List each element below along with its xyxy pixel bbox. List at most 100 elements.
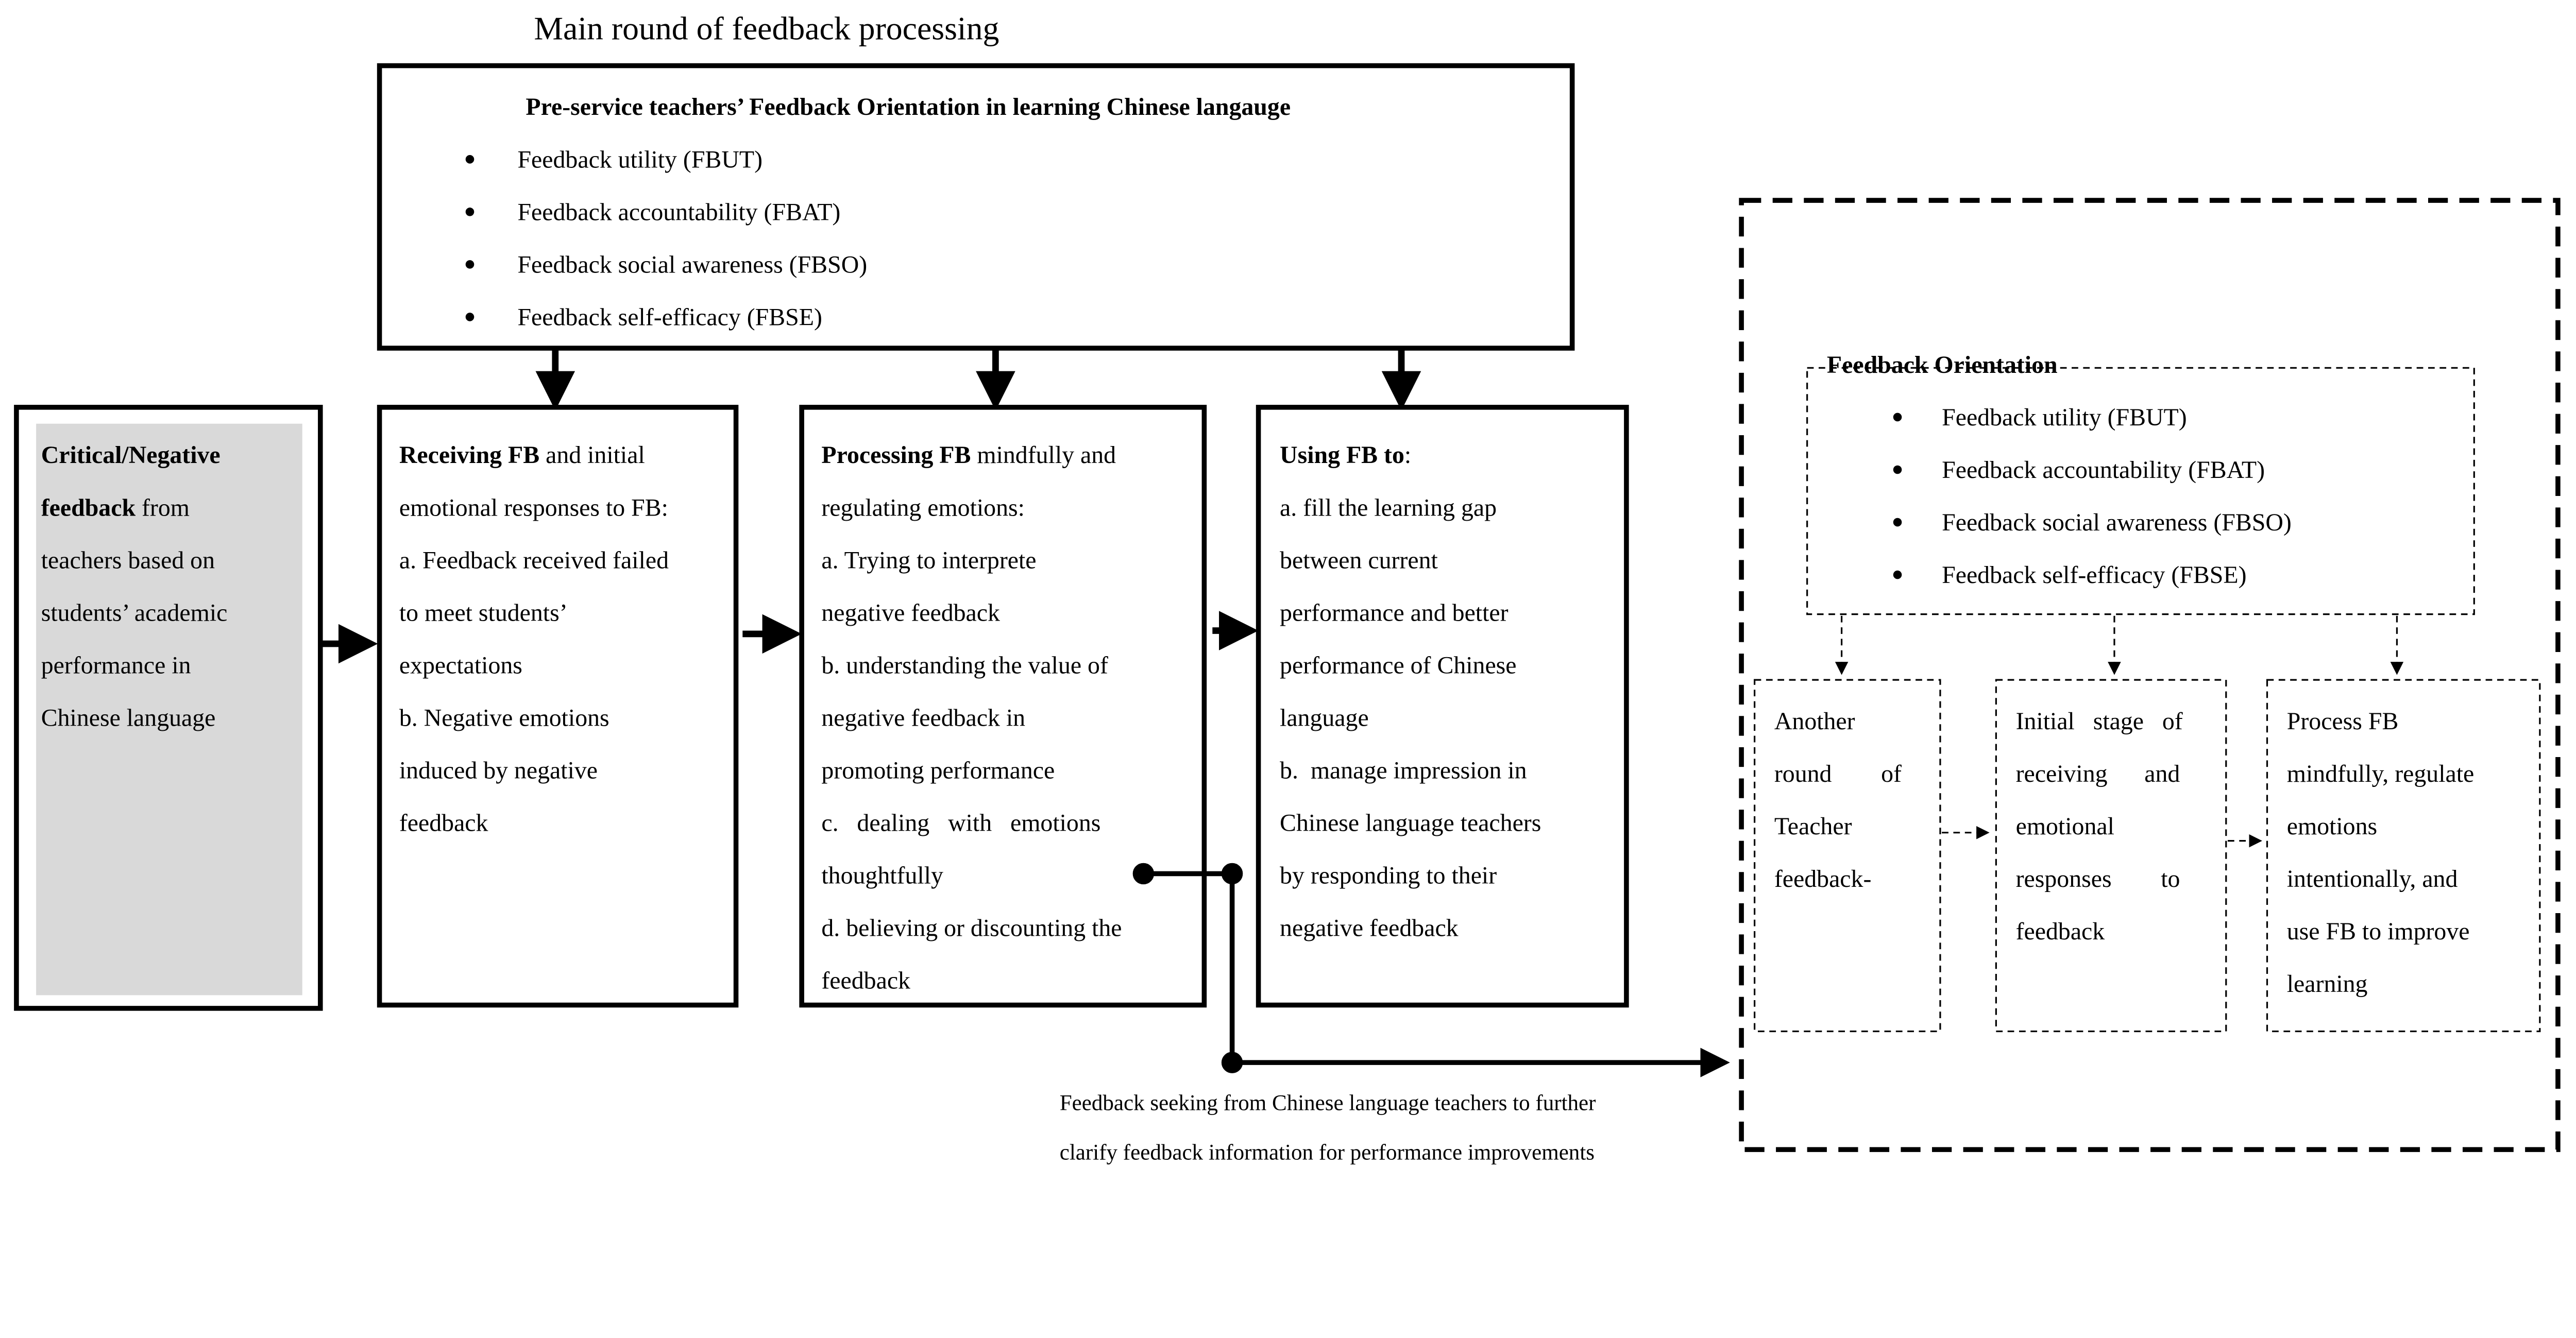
feedback-processing-diagram: Main round of feedback processing Pre-se… [14, 10, 2561, 1164]
another-round-text: Another [1774, 708, 1855, 735]
processing-fb-text: a. Trying to interprete [821, 546, 1036, 574]
process-fb-mindfully-line: learning [2287, 970, 2368, 998]
processing-fb-line: c. dealing with emotions [821, 810, 1100, 837]
process-fb-mindfully-line: use FB to improve [2287, 918, 2470, 945]
processing-fb-text: c. dealing with emotions [821, 810, 1100, 837]
process-fb-mindfully-line: emotions [2287, 813, 2377, 840]
using-fb-line: performance and better [1280, 599, 1509, 626]
receiving-fb-line: Receiving FB and initial [399, 441, 645, 469]
processing-fb-text: regulating emotions: [821, 494, 1025, 521]
processing-fb-text: negative feedback [821, 599, 1000, 626]
receiving-fb-text: and initial [539, 441, 645, 469]
receiving-fb-text: emotional responses to FB: [399, 494, 668, 521]
processing-fb-line: a. Trying to interprete [821, 546, 1036, 574]
bullet-icon [465, 155, 474, 164]
receiving-fb-text: feedback [399, 810, 488, 837]
initial-stage-text: Initial stage of [2016, 708, 2183, 735]
critical-feedback-line: feedback from [41, 494, 190, 521]
initial-stage-text: emotional [2016, 813, 2114, 840]
processing-fb-line: negative feedback in [821, 704, 1025, 731]
using-fb-text: negative feedback [1280, 915, 1459, 942]
orientation-item: Feedback utility (FBUT) [517, 146, 762, 173]
critical-feedback-text: Chinese language [41, 704, 216, 731]
processing-fb-text: promoting performance [821, 757, 1055, 784]
processing-fb-text: feedback [821, 967, 910, 994]
bullet-icon [1893, 413, 1902, 422]
orientation-heading: Pre-service teachers’ Feedback Orientati… [526, 93, 1291, 121]
another-round-box [1754, 679, 1941, 1033]
processing-fb-line: d. believing or discounting the [821, 915, 1122, 942]
using-fb-text: by responding to their [1280, 862, 1497, 889]
critical-feedback-shade [36, 423, 302, 996]
receiving-fb-bold-text: Receiving FB [399, 441, 539, 469]
receiving-fb-line: a. Feedback received failed [399, 546, 669, 574]
receiving-fb-line: feedback [399, 810, 488, 837]
orientation-item: Feedback social awareness (FBSO) [1942, 509, 2292, 536]
processing-fb-bold-text: Processing FB [821, 441, 971, 469]
diagram-title: Main round of feedback processing [534, 10, 999, 47]
processing-fb-text: b. understanding the value of [821, 651, 1108, 679]
critical-feedback-text: from [135, 494, 190, 521]
processing-fb-text: thoughtfully [821, 862, 943, 889]
critical-feedback-text: performance in [41, 651, 191, 679]
orientation-arrows [535, 348, 1421, 411]
using-fb-text: performance and better [1280, 599, 1509, 626]
initial-stage-text: receiving and [2016, 760, 2180, 787]
process-fb-mindfully-line: Process FB [2287, 708, 2399, 735]
another-round-line: Teacher [1774, 813, 1852, 840]
process-fb-mindfully-text: Process FB [2287, 708, 2399, 735]
receiving-fb-text: induced by negative [399, 757, 598, 784]
process-fb-mindfully-text: learning [2287, 970, 2368, 998]
using-fb-text: : [1404, 441, 1411, 469]
using-fb-text: between current [1280, 546, 1438, 574]
critical-feedback-line: students’ academic [41, 599, 228, 626]
initial-stage-line: feedback [2016, 918, 2105, 945]
next-orientation-box [1806, 367, 2475, 615]
using-fb-line: Using FB to: [1280, 441, 1411, 469]
processing-fb-line: promoting performance [821, 757, 1055, 784]
feedback-seeking-caption-line-1: Feedback seeking from Chinese language t… [1060, 1091, 1596, 1116]
receiving-fb-line: emotional responses to FB: [399, 494, 668, 521]
initial-stage-line: receiving and [2016, 760, 2180, 787]
receiving-fb-text: b. Negative emotions [399, 704, 609, 731]
orientation-item: Feedback utility (FBUT) [1942, 404, 2187, 431]
using-fb-line: negative feedback [1280, 915, 1459, 942]
process-fb-mindfully-text: use FB to improve [2287, 918, 2470, 945]
another-round-text: Teacher [1774, 813, 1852, 840]
orientation-item: Feedback accountability (FBAT) [1942, 456, 2265, 484]
next-round-box [1739, 198, 2561, 1152]
process-fb-mindfully-line: mindfully, regulate [2287, 760, 2474, 787]
critical-feedback-line: Chinese language [41, 704, 216, 731]
feedback-seeking-connector [1132, 863, 1730, 1077]
using-fb-text: performance of Chinese [1280, 651, 1516, 679]
receiving-fb-line: expectations [399, 651, 522, 679]
initial-stage-line: emotional [2016, 813, 2114, 840]
bullet-icon [465, 313, 474, 321]
processing-fb-line: b. understanding the value of [821, 651, 1108, 679]
critical-feedback-bold-text: Critical/Negative [41, 441, 221, 469]
critical-feedback-text: students’ academic [41, 599, 228, 626]
process-fb-mindfully-text: emotions [2287, 813, 2377, 840]
another-round-text: round of [1774, 760, 1902, 787]
using-fb-line: performance of Chinese [1280, 651, 1516, 679]
processing-fb-line: negative feedback [821, 599, 1000, 626]
processing-fb-box [799, 405, 1207, 1008]
another-round-line: feedback- [1774, 865, 1872, 893]
using-fb-text: a. fill the learning gap [1280, 494, 1497, 521]
receiving-fb-line: induced by negative [399, 757, 598, 784]
critical-feedback-bold-text: feedback [41, 494, 136, 521]
using-fb-line: between current [1280, 546, 1438, 574]
receiving-fb-text: a. Feedback received failed [399, 546, 669, 574]
receiving-fb-line: to meet students’ [399, 599, 568, 626]
critical-feedback-line: performance in [41, 651, 191, 679]
another-round-text: feedback- [1774, 865, 1872, 893]
bullet-icon [465, 208, 474, 216]
orientation-box: Pre-service teachers’ Feedback Orientati… [377, 63, 1575, 351]
receiving-fb-line: b. Negative emotions [399, 704, 609, 731]
initial-stage-line: Initial stage of [2016, 708, 2183, 735]
using-fb-text: language [1280, 704, 1369, 731]
process-fb-mindfully-box [2266, 679, 2541, 1033]
receiving-fb-text: to meet students’ [399, 599, 568, 626]
processing-fb-line: thoughtfully [821, 862, 943, 889]
using-fb-bold-text: Using FB to [1280, 441, 1404, 469]
